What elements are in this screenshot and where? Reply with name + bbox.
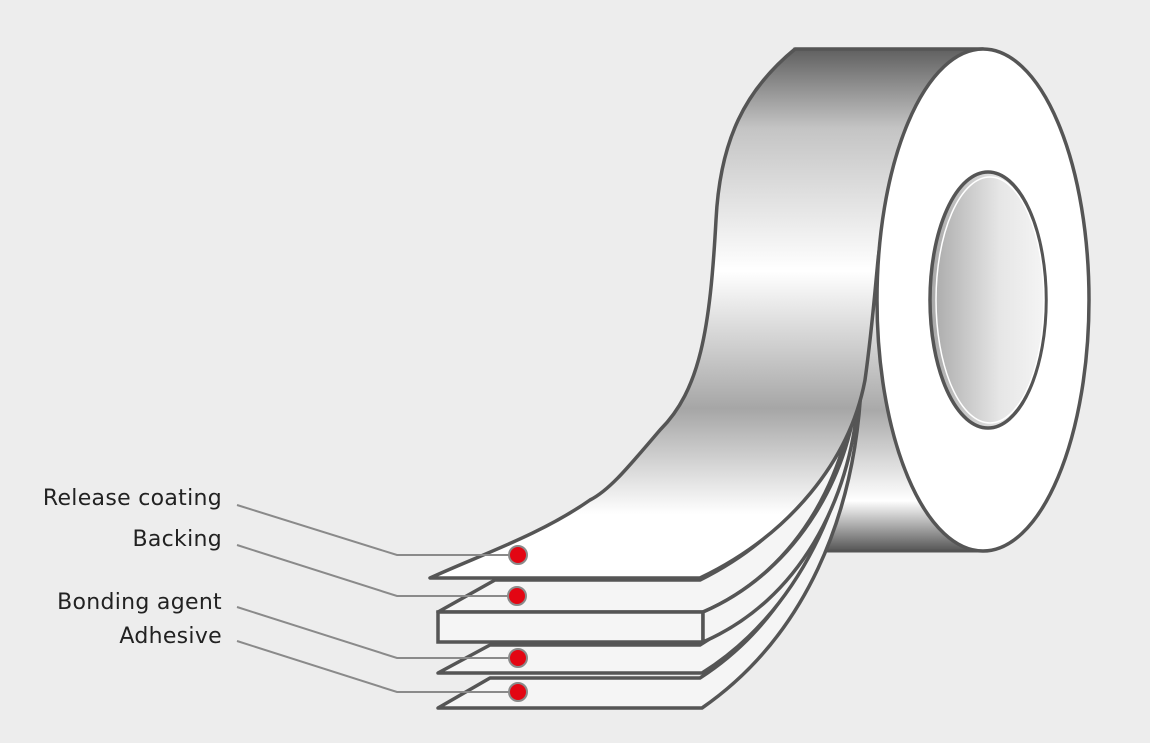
backing-edge: [436, 610, 705, 644]
label-bonding-agent: Bonding agent: [57, 590, 222, 615]
leader-adhesive: [236, 640, 518, 693]
marker-adhesive: [508, 682, 528, 702]
marker-bonding-agent: [508, 648, 528, 668]
leader-backing: [236, 544, 518, 597]
label-release-coating: Release coating: [42, 486, 222, 511]
marker-backing: [507, 586, 527, 606]
label-backing: Backing: [132, 527, 222, 552]
roll-core-highlight: [935, 176, 1045, 424]
leader-bonding-agent: [236, 606, 518, 659]
label-adhesive: Adhesive: [119, 624, 222, 649]
leader-release-coating: [236, 504, 518, 556]
roll-core-hole: [928, 170, 1048, 430]
leader-lines: [236, 504, 518, 693]
marker-release-coating: [508, 545, 528, 565]
